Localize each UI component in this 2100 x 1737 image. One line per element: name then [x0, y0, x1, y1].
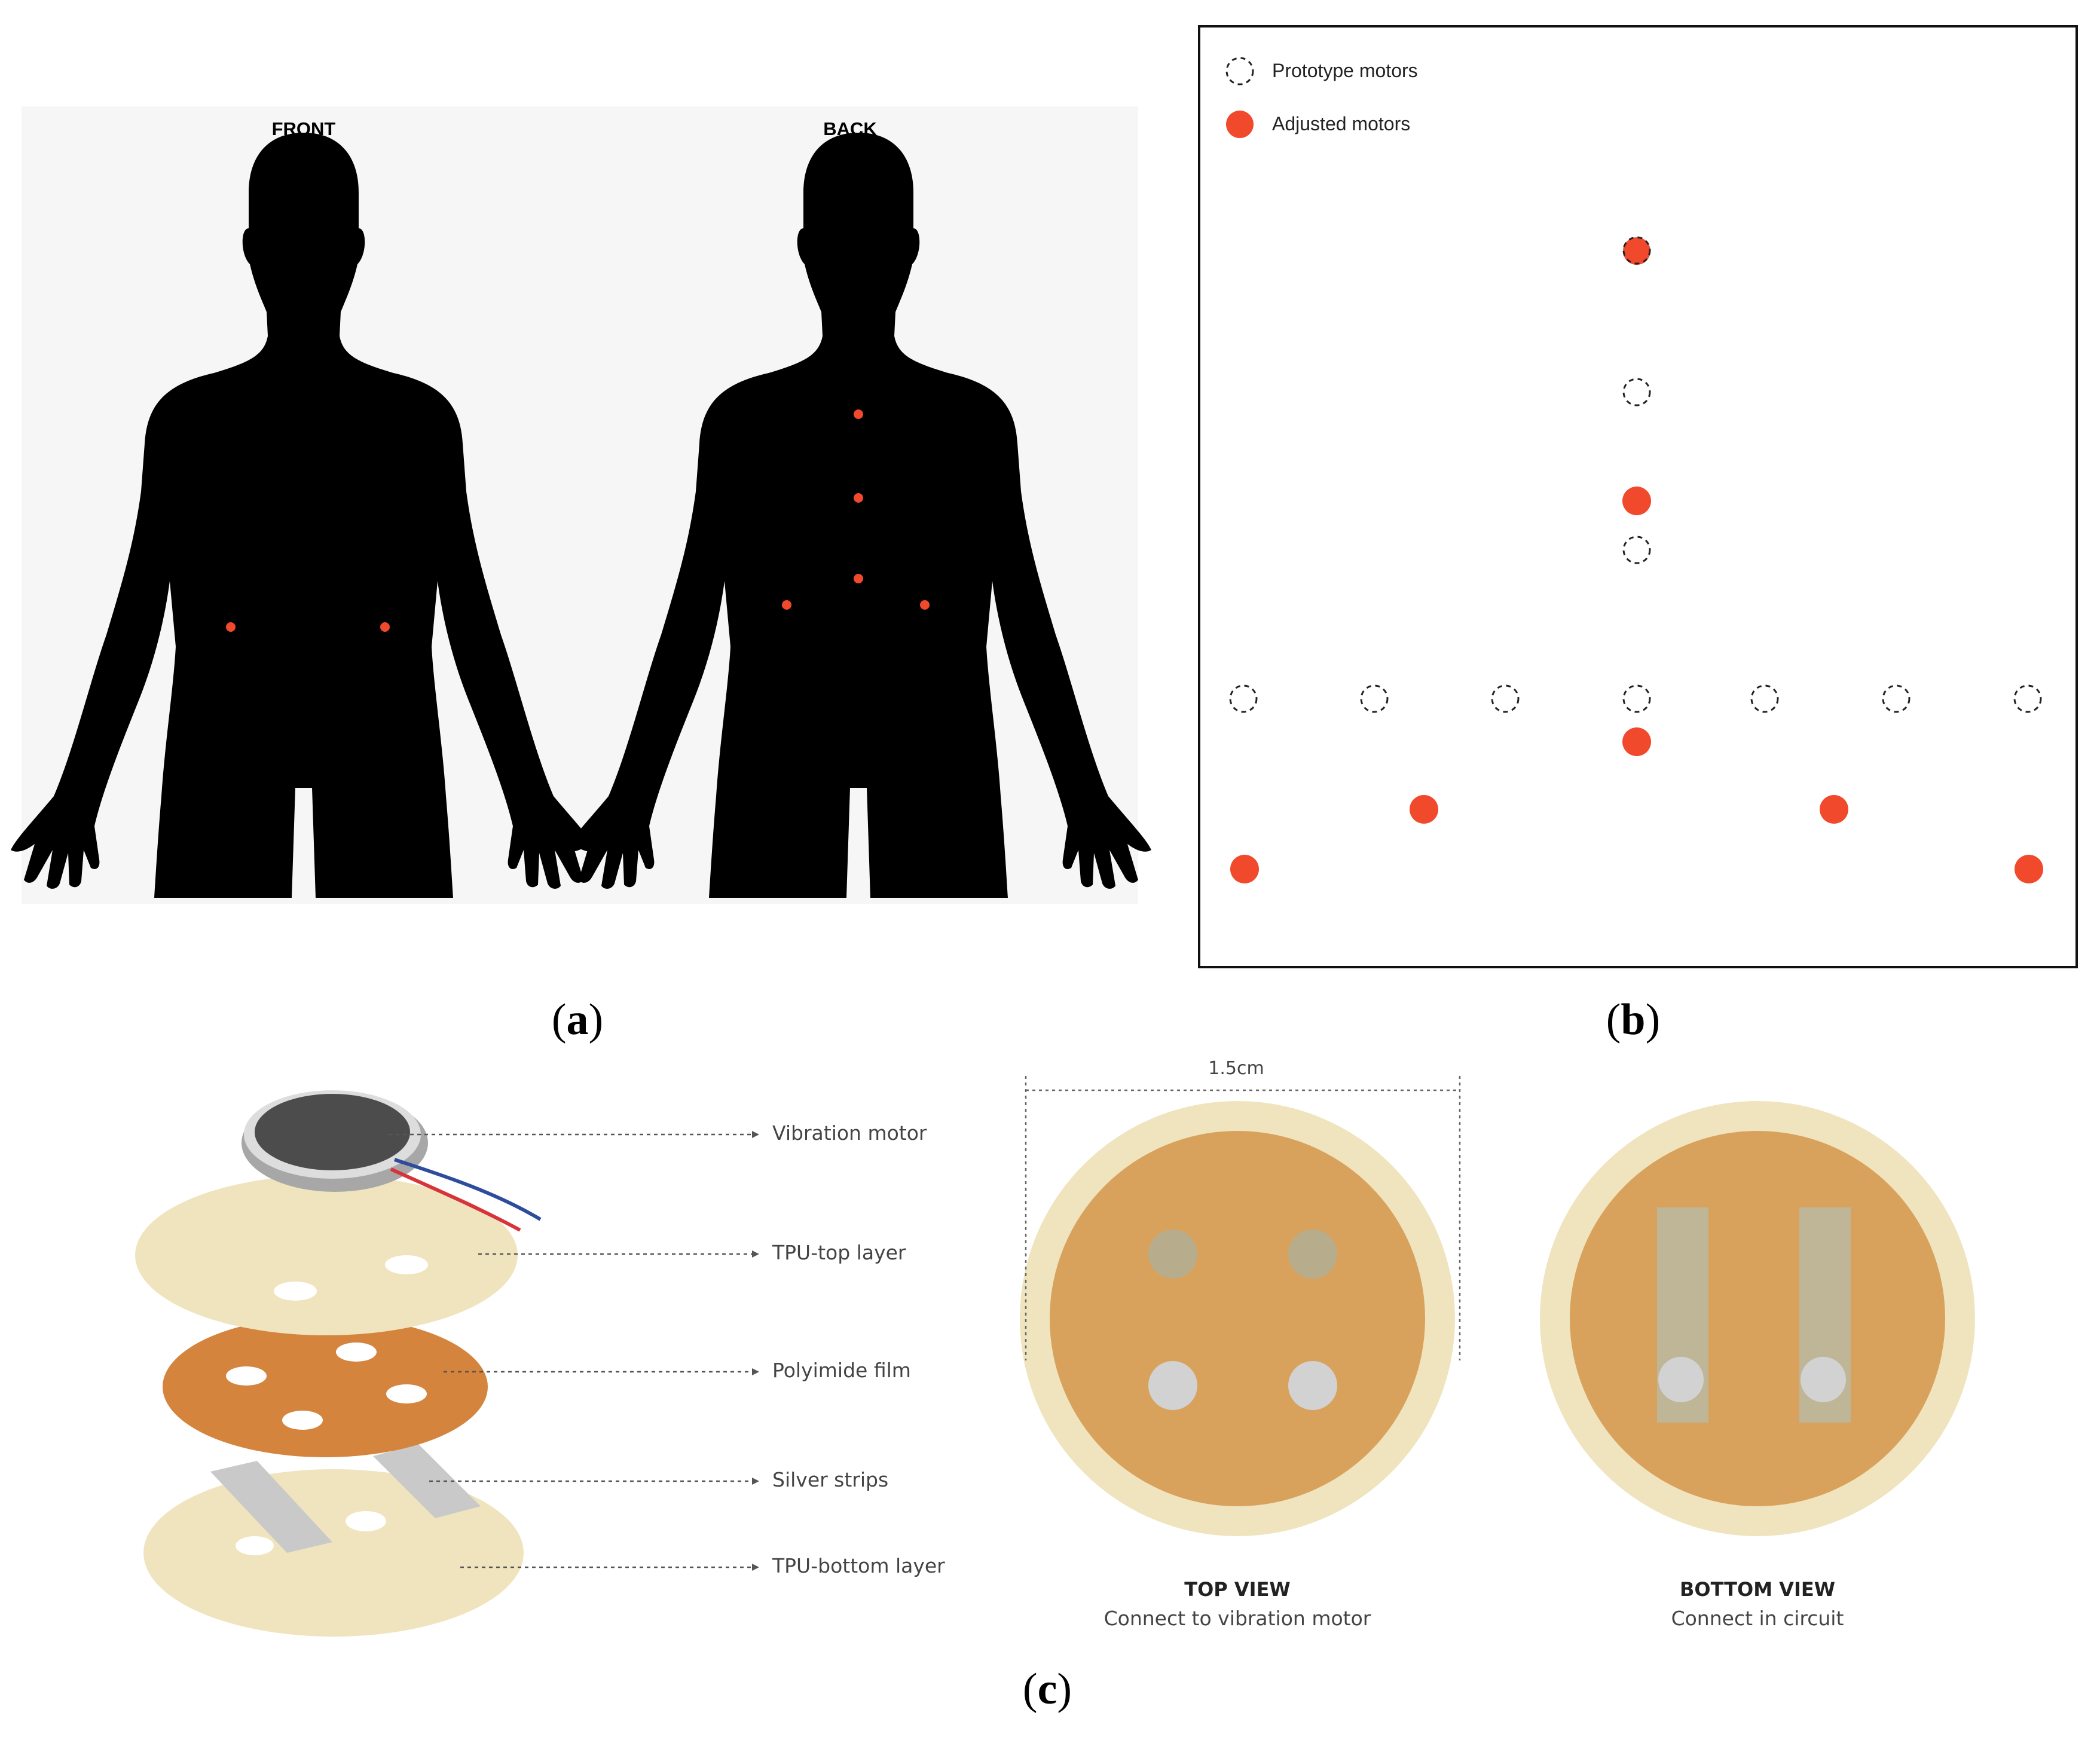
back-label: BACK	[823, 118, 877, 139]
caption-b: (b)	[1606, 995, 1661, 1044]
bottom-view-subtitle: Connect in circuit	[1671, 1607, 1844, 1630]
silver-strip	[373, 1444, 481, 1518]
caption-a: (a)	[551, 995, 604, 1044]
front-label: FRONT	[271, 118, 336, 139]
polyimide-hole	[386, 1384, 427, 1403]
back-motor-marker	[920, 600, 930, 610]
prototype-motor	[1622, 236, 1651, 265]
motor-wire-blue	[394, 1158, 542, 1221]
prototype-motor	[1229, 684, 1258, 713]
top-view-title: TOP VIEW	[1184, 1578, 1291, 1601]
adjusted-motor	[1622, 487, 1651, 515]
tpu-bottom-hole	[346, 1511, 386, 1531]
legend-prototype-label: Prototype motors	[1272, 60, 1418, 81]
prototype-motor	[2013, 684, 2042, 713]
polyimide-hole	[336, 1342, 377, 1362]
tpu-top-layer	[135, 1175, 518, 1335]
filled-circle-icon	[1226, 111, 1254, 138]
adjusted-motor	[1410, 795, 1438, 824]
tpu-top-hole	[274, 1282, 317, 1301]
caption-c: (c)	[1022, 1665, 1072, 1714]
tpu-top-hole	[385, 1255, 428, 1274]
prototype-motor	[1622, 684, 1651, 713]
back-motor-marker	[854, 493, 863, 503]
front-motor-marker	[226, 622, 236, 632]
prototype-motor	[1360, 684, 1389, 713]
dashed-circle-icon	[1225, 57, 1254, 85]
top-view-subtitle: Connect to vibration motor	[1104, 1607, 1371, 1630]
prototype-motor	[1882, 684, 1911, 713]
adjusted-motor	[2015, 855, 2043, 883]
front-motor-marker	[380, 622, 390, 632]
polyimide-film	[163, 1316, 488, 1457]
prototype-motor	[1491, 684, 1520, 713]
dimension-label: 1.5cm	[1208, 1058, 1264, 1079]
legend-adjusted-label: Adjusted motors	[1272, 113, 1411, 134]
top-view-diagram	[1020, 1101, 1455, 1536]
adjusted-motor	[1622, 727, 1651, 756]
bottom-view-title: BOTTOM VIEW	[1680, 1578, 1835, 1601]
silver-strip	[210, 1461, 332, 1553]
dimension-line	[1025, 1076, 1461, 1360]
back-motor-marker	[854, 574, 863, 583]
callout-silver-strips: Silver strips	[772, 1468, 889, 1491]
motor-wire-red	[390, 1167, 521, 1232]
polyimide-hole	[226, 1366, 267, 1386]
callout-vibration-motor: Vibration motor	[772, 1121, 927, 1145]
prototype-motor	[1622, 378, 1651, 406]
bottom-view-diagram	[1540, 1101, 1975, 1536]
back-motor-marker	[854, 409, 863, 419]
back-motor-marker	[782, 600, 791, 610]
callout-polyimide-film: Polyimide film	[772, 1359, 911, 1382]
prototype-motor	[1750, 684, 1779, 713]
adjusted-motor	[1820, 795, 1848, 824]
adjusted-motor	[1230, 855, 1259, 883]
polyimide-hole	[282, 1411, 323, 1430]
callout-tpu-bottom-layer: TPU-bottom layer	[772, 1554, 945, 1577]
tpu-bottom-hole	[236, 1536, 274, 1555]
callout-tpu-top-layer: TPU-top layer	[772, 1241, 906, 1264]
prototype-motor	[1622, 536, 1651, 564]
adjusted-motor	[1623, 237, 1650, 265]
